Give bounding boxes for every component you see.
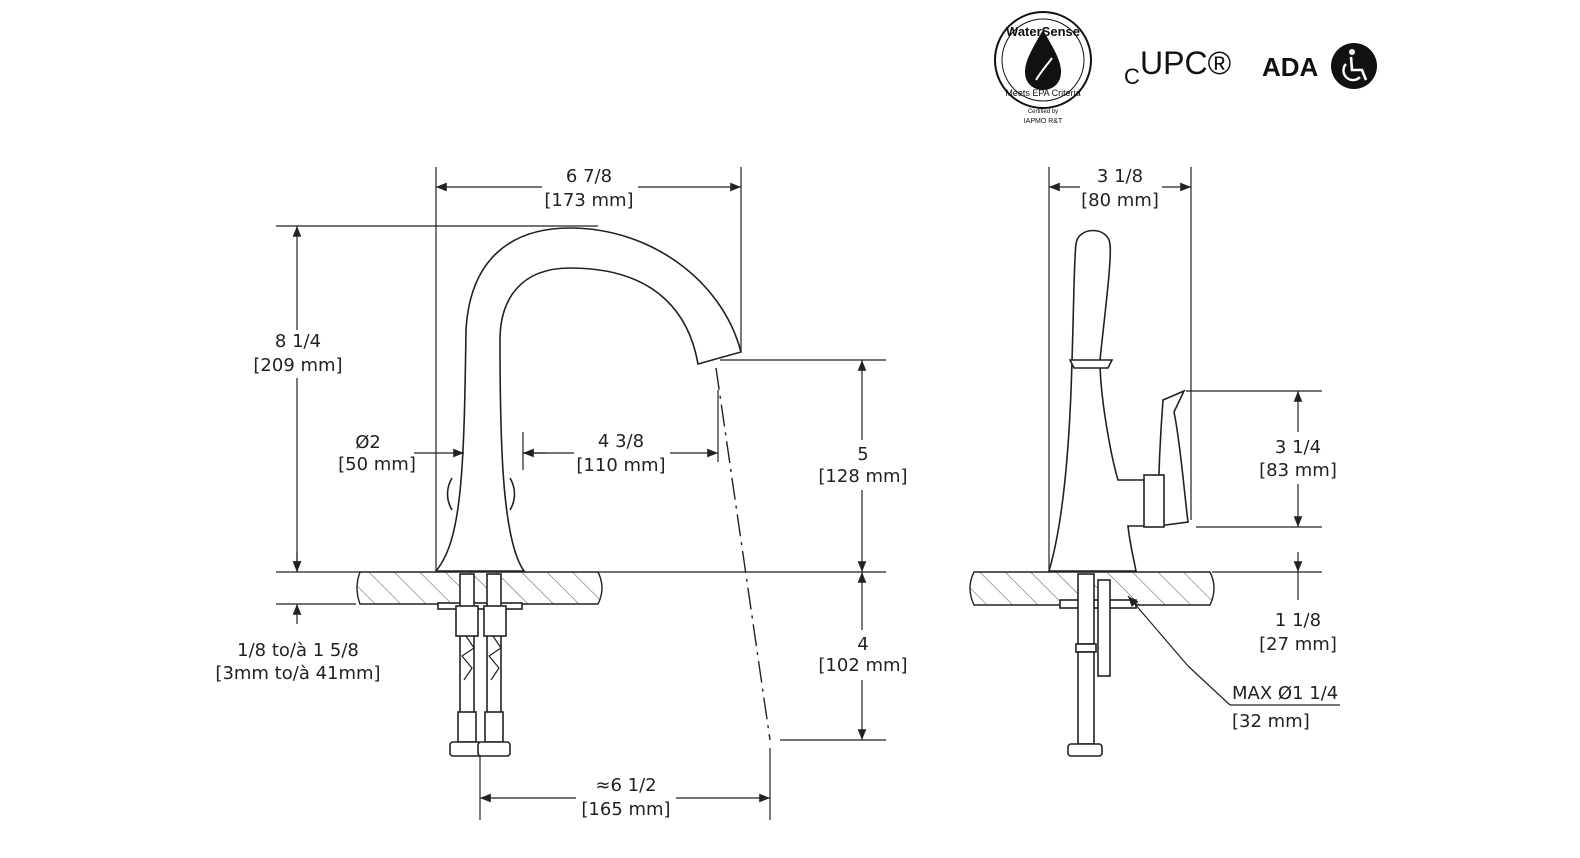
certified-by-org: IAPMO R&T [1024, 118, 1063, 125]
spout-height-metric: [128 mm] [818, 466, 907, 487]
side-handle-hub [1143, 474, 1165, 528]
side-depth-metric: [80 mm] [1081, 190, 1159, 211]
water-stream-line [715, 367, 771, 741]
side-depth-imperial: 3 1/8 [1097, 166, 1143, 187]
shank-length-metric: [102 mm] [818, 655, 907, 676]
front-shanks [449, 573, 511, 757]
deck-thickness-imperial: 1/8 to/à 1 5/8 [237, 640, 359, 661]
spout-reach-imperial: 4 3/8 [598, 431, 644, 452]
base-diameter-imperial: Ø2 [355, 432, 381, 453]
escutcheon-height-metric: [27 mm] [1259, 634, 1337, 655]
max-hole-imperial: MAX Ø1 1/4 [1232, 683, 1338, 704]
ada-logo: ADA [1262, 43, 1377, 89]
watersense-logo: WaterSense Meets EPA Criteria Certified … [994, 11, 1092, 125]
deck-thickness-metric: [3mm to/à 41mm] [215, 663, 380, 684]
cupc-prefix: C [1124, 64, 1140, 89]
front-view: 6 7/8 [173 mm] 8 1/4 [209 mm] Ø2 [50 mm]… [215, 166, 908, 820]
spout-reach-metric: [110 mm] [576, 455, 665, 476]
handle-height-metric: [83 mm] [1259, 460, 1337, 481]
side-shank [1067, 573, 1111, 757]
watersense-criteria: Meets EPA Criteria [1005, 88, 1080, 98]
front-faucet-body [434, 227, 742, 572]
base-diameter-metric: [50 mm] [338, 454, 416, 475]
wheelchair-icon [1331, 43, 1377, 89]
escutcheon-height-imperial: 1 1/8 [1275, 610, 1321, 631]
front-escutcheon [356, 571, 603, 605]
side-faucet-body [1047, 229, 1149, 572]
hole-spacing-imperial: ≈6 1/2 [595, 775, 656, 796]
front-side-bump-right [509, 477, 516, 511]
side-aerator [1068, 359, 1114, 369]
side-view: 3 1/8 [80 mm] 3 1/4 [83 mm] 1 1/8 [27 mm… [969, 166, 1340, 757]
spout-height-imperial: 5 [857, 444, 868, 465]
side-handle-lever [1157, 389, 1189, 527]
hole-spacing-metric: [165 mm] [581, 799, 670, 820]
shank-length-imperial: 4 [857, 634, 868, 655]
front-side-bump-left [446, 477, 453, 511]
certified-by-label: Certified by [1028, 109, 1058, 115]
overall-height-metric: [209 mm] [253, 355, 342, 376]
max-hole-metric: [32 mm] [1232, 711, 1310, 732]
overall-height-imperial: 8 1/4 [275, 331, 321, 352]
spout-width-imperial: 6 7/8 [566, 166, 612, 187]
cupc-logo: C UPC® [1124, 45, 1232, 89]
spout-width-metric: [173 mm] [544, 190, 633, 211]
watersense-brand: WaterSense [1006, 24, 1080, 39]
handle-height-imperial: 3 1/4 [1275, 437, 1321, 458]
ada-label: ADA [1262, 52, 1319, 82]
front-mounting-plate [437, 602, 523, 610]
cupc-mark: UPC® [1140, 45, 1232, 81]
